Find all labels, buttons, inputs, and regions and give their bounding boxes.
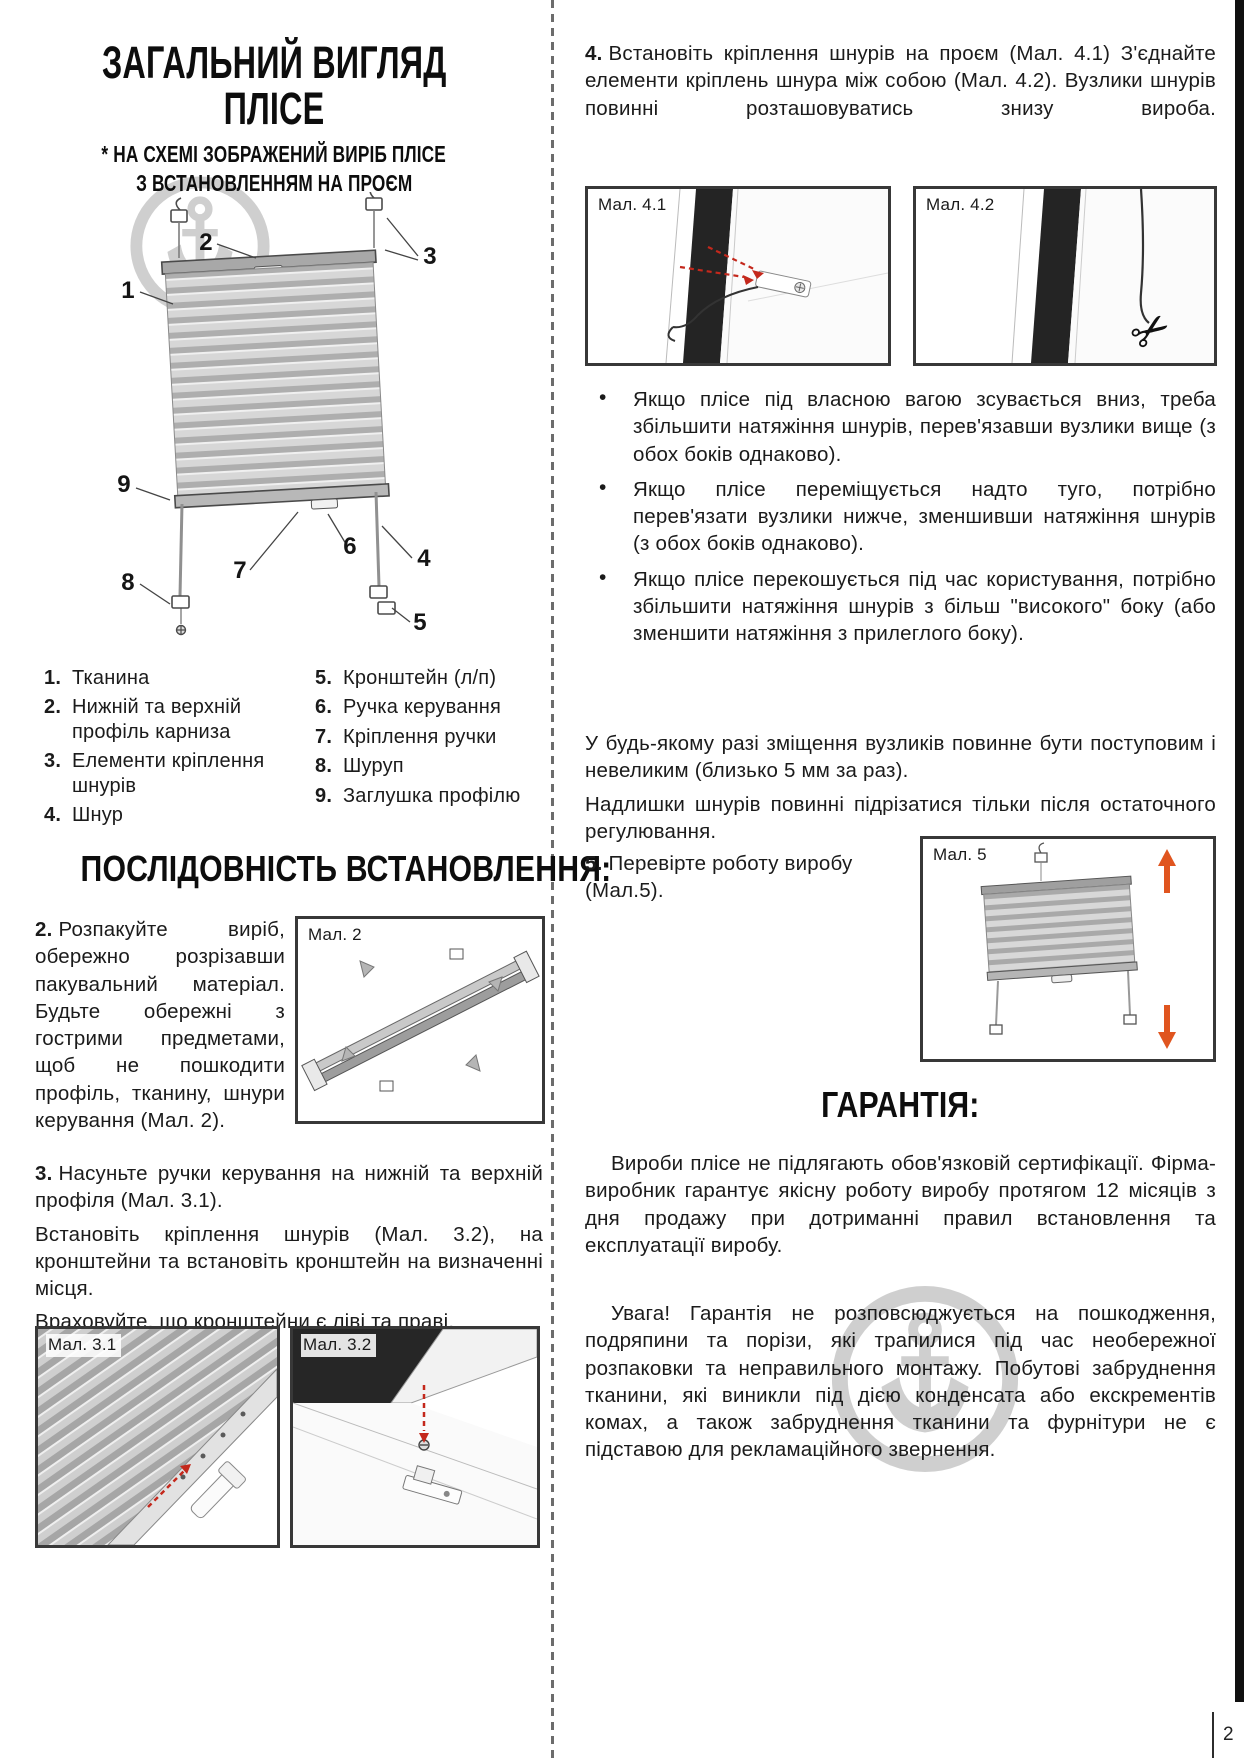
subtitle-line-1: * НА СХЕМІ ЗОБРАЖЕНИЙ ВИРІБ ПЛІСЕ [101,141,447,167]
callout-1: 1 [121,277,135,304]
down-arrow-icon [1158,1005,1176,1049]
legend-item: 9.Заглушка профілю [315,784,521,807]
subtitle-line-2: З ВСТАНОВЛЕННЯМ НА ПРОЄМ [135,169,413,196]
column-divider [551,0,554,1760]
page-number-group: 2 [1212,1712,1234,1758]
sequence-title: ПОСЛІДОВНІСТЬ ВСТАНОВЛЕННЯ: [80,848,612,889]
cord-brackets [171,585,396,615]
fig41-drawing [665,189,888,363]
warranty-paragraph-1: Вироби плісе не підлягають обов'язковій … [585,1152,1216,1257]
bullet-item: • Якщо плісе під власною вагою зсуваєтьс… [585,386,1216,468]
step-4-text: 4.Встановіть кріплення шнурів на проєм (… [585,42,1216,120]
fig5-drawing [980,842,1176,1049]
pleated-blind-diagram: 1 2 3 4 5 6 7 8 9 [117,186,437,636]
leader-lines [135,217,419,623]
fig32-drawing [293,1329,537,1545]
step-5-text: 5.Перевірте роботу виробу (Мал.5). [585,852,853,903]
legend-item: 1.Тканина [44,667,150,689]
title-line-2: ПЛІСЕ [223,82,325,134]
anchor-badge-icon [831,1285,1019,1473]
overview-subtitle: * НА СХЕМІ ЗОБРАЖЕНИЙ ВИРІБ ПЛІСЕ З ВСТА… [35,140,513,198]
bullet-glyph: • [599,475,607,499]
adjustment-bullets: • Якщо плісе під власною вагою зсуваєтьс… [585,386,1216,655]
callout-2: 2 [199,229,213,256]
legend-item: 7.Кріплення ручки [315,725,497,748]
figure-5: Мал. 5 [920,836,1216,1062]
cords [178,491,381,624]
page-number: 2 [1223,1724,1234,1745]
callout-4: 4 [417,545,431,572]
step-3-figures: Мал. 3.1 [35,1326,545,1548]
adjustment-note: У будь-якому разі зміщення вузликів пови… [585,732,1216,843]
bullet-item: • Якщо плісе переміщується надто туго, п… [585,476,1216,558]
figure-2-label: Мал. 2 [306,924,367,947]
fig2-drawing [301,948,540,1092]
screw [175,624,187,636]
fig42-drawing: ✂ [1011,189,1214,363]
step-3-text: 3.Насуньте ручки керування на нижній та … [35,1162,543,1334]
bullet-glyph: • [599,565,607,589]
callout-9: 9 [117,471,131,498]
parts-legend: 1.Тканина 2.Нижній та верхній профіль ка… [44,666,544,832]
callout-5: 5 [413,609,427,636]
figure-4-1-label: Мал. 4.1 [596,194,672,217]
overview-title: ЗАГАЛЬНИЙ ВИГЛЯД ПЛІСЕ [35,40,513,132]
figure-5-label: Мал. 5 [931,844,992,867]
legend-item: 6.Ручка керування [315,696,502,719]
legend-item: 5.Кронштейн (л/п) [315,667,497,689]
callout-7: 7 [233,557,247,584]
up-arrow-icon [1158,849,1176,893]
figure-3-2-label: Мал. 3.2 [301,1334,377,1357]
fig31-drawing [38,1329,277,1545]
callout-6: 6 [343,533,357,560]
figure-3-2: Мал. 3.2 [290,1326,540,1548]
figure-4-1: Мал. 4.1 [585,186,891,366]
figure-3-1-label: Мал. 3.1 [46,1334,122,1357]
blind-body [160,249,390,510]
overview-diagram: 1 2 3 4 5 6 7 8 9 [40,186,520,662]
step-4-figures: Мал. 4.1 [585,186,1217,366]
page-edge-bar [1235,0,1244,1702]
warranty-title: ГАРАНТІЯ: [821,1084,980,1125]
legend-item: 3.Елементи кріплення шнурів [44,750,265,797]
figure-2: Мал. 2 [295,916,545,1124]
figure-4-2-label: Мал. 4.2 [924,194,1000,217]
bullet-item: • Якщо плісе перекошується під час корис… [585,566,1216,648]
top-brackets [170,186,383,223]
figure-4-2: Мал. 4.2 ✂ [913,186,1217,366]
legend-item: 2.Нижній та верхній профіль карниза [44,696,242,743]
page-number-rule [1212,1712,1214,1758]
warranty-paragraph-2: Увага! Гарантія не розповсюджується на п… [585,1302,1216,1462]
step-2-text: 2.Розпакуйте виріб, обережно розрізавши … [35,918,285,1132]
title-line-1: ЗАГАЛЬНИЙ ВИГЛЯД [101,37,447,88]
step-2-row: 2.Розпакуйте виріб, обережно розрізавши … [35,916,545,1134]
legend-item: 8.Шуруп [315,755,404,778]
callout-3: 3 [423,243,437,270]
bullet-glyph: • [599,386,607,409]
legend-item: 4.Шнур [44,803,124,826]
watermark-logo [826,1280,1024,1478]
callout-8: 8 [121,569,135,596]
figure-3-1: Мал. 3.1 [35,1326,280,1548]
